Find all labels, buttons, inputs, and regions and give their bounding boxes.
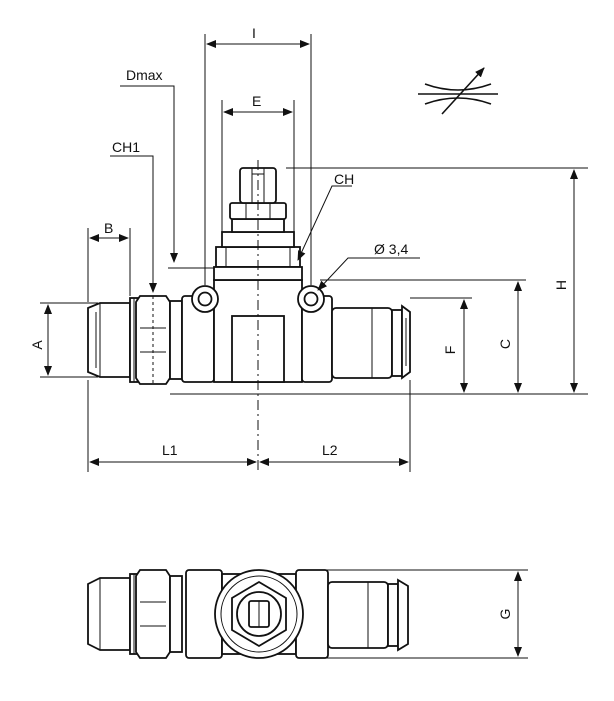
label-l1: L1: [162, 442, 178, 458]
label-b: B: [104, 220, 113, 236]
label-hole: Ø 3,4: [374, 241, 408, 257]
label-g: G: [497, 609, 513, 620]
top-view: [87, 569, 528, 659]
side-view: [87, 160, 411, 470]
adjustable-flow-restrictor-icon: [418, 67, 498, 115]
dimension-lines: [40, 34, 588, 472]
label-ch: CH: [334, 171, 354, 187]
label-h: H: [553, 280, 569, 290]
label-e: E: [252, 93, 261, 109]
label-f: F: [442, 346, 458, 355]
label-a: A: [29, 340, 45, 350]
label-i: I: [252, 25, 256, 41]
label-ch1: CH1: [112, 139, 140, 155]
label-l2: L2: [322, 442, 338, 458]
label-dmax: Dmax: [126, 67, 163, 83]
label-c: C: [497, 339, 513, 349]
